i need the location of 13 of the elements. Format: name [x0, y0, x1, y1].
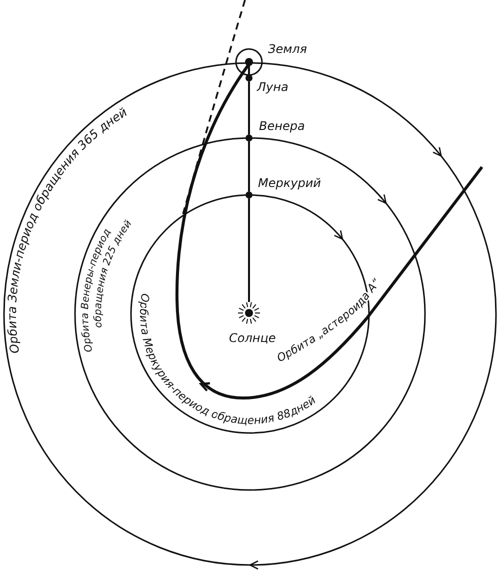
body-label: Венера [259, 119, 305, 133]
earth-icon [235, 48, 263, 76]
body-label: Луна [257, 80, 288, 94]
planet-dot [246, 74, 252, 82]
connector-line [248, 82, 250, 134]
planet-dot [246, 192, 252, 198]
body-label: Меркурий [258, 176, 321, 190]
body-label: Солнце [229, 331, 276, 345]
connector-line [248, 142, 250, 192]
body-label: Земля [268, 42, 308, 56]
sun-icon [238, 302, 260, 324]
planet-dot [246, 134, 252, 142]
connector-line [248, 198, 250, 302]
